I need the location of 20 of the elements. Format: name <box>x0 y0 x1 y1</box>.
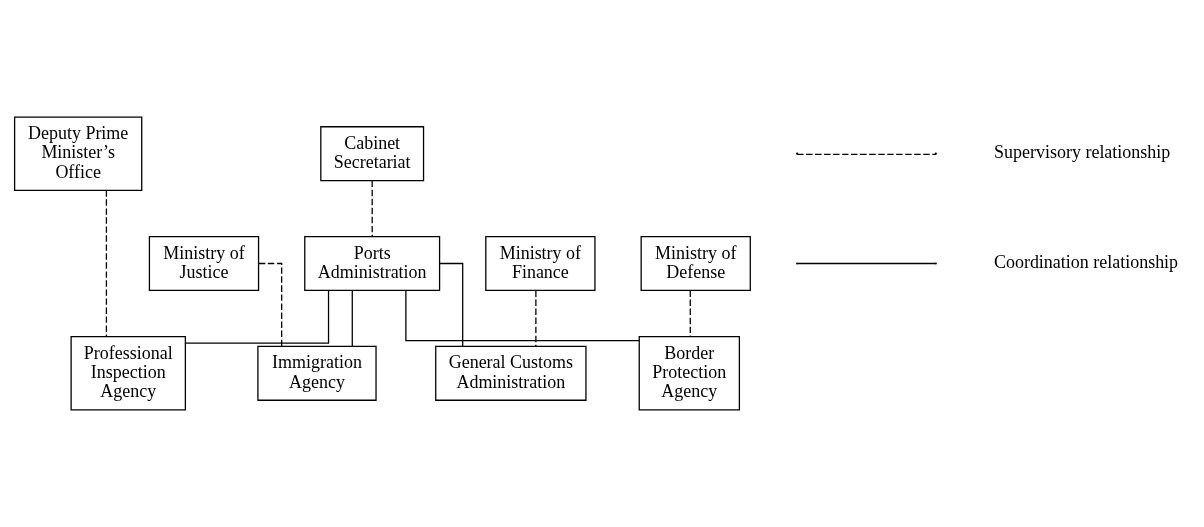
connector <box>371 180 373 237</box>
connector <box>405 290 640 342</box>
node-box: Cabinet Secretariat <box>320 126 425 182</box>
node-box: Ministry of Finance <box>485 235 596 292</box>
node-box: Ministry of Defense <box>640 235 751 292</box>
node-box: Ministry of Justice <box>148 235 260 292</box>
connector <box>439 262 464 347</box>
node-box: Deputy Prime Minister’s Office <box>13 116 143 191</box>
node-box: Immigration Agency <box>257 345 377 401</box>
node-box: Professional Inspection Agency <box>70 336 186 411</box>
legend-label: Supervisory relationship <box>994 142 1171 163</box>
legend-label: Coordination relationship <box>993 252 1179 273</box>
connector <box>185 290 330 344</box>
connector <box>535 290 537 347</box>
connector <box>351 290 353 347</box>
node-box: General Customs Administration <box>435 345 587 401</box>
connector <box>689 290 691 338</box>
node-box: Border Protection Agency <box>638 336 740 411</box>
node-box: Ports Administration <box>304 235 441 292</box>
connector <box>105 189 108 338</box>
